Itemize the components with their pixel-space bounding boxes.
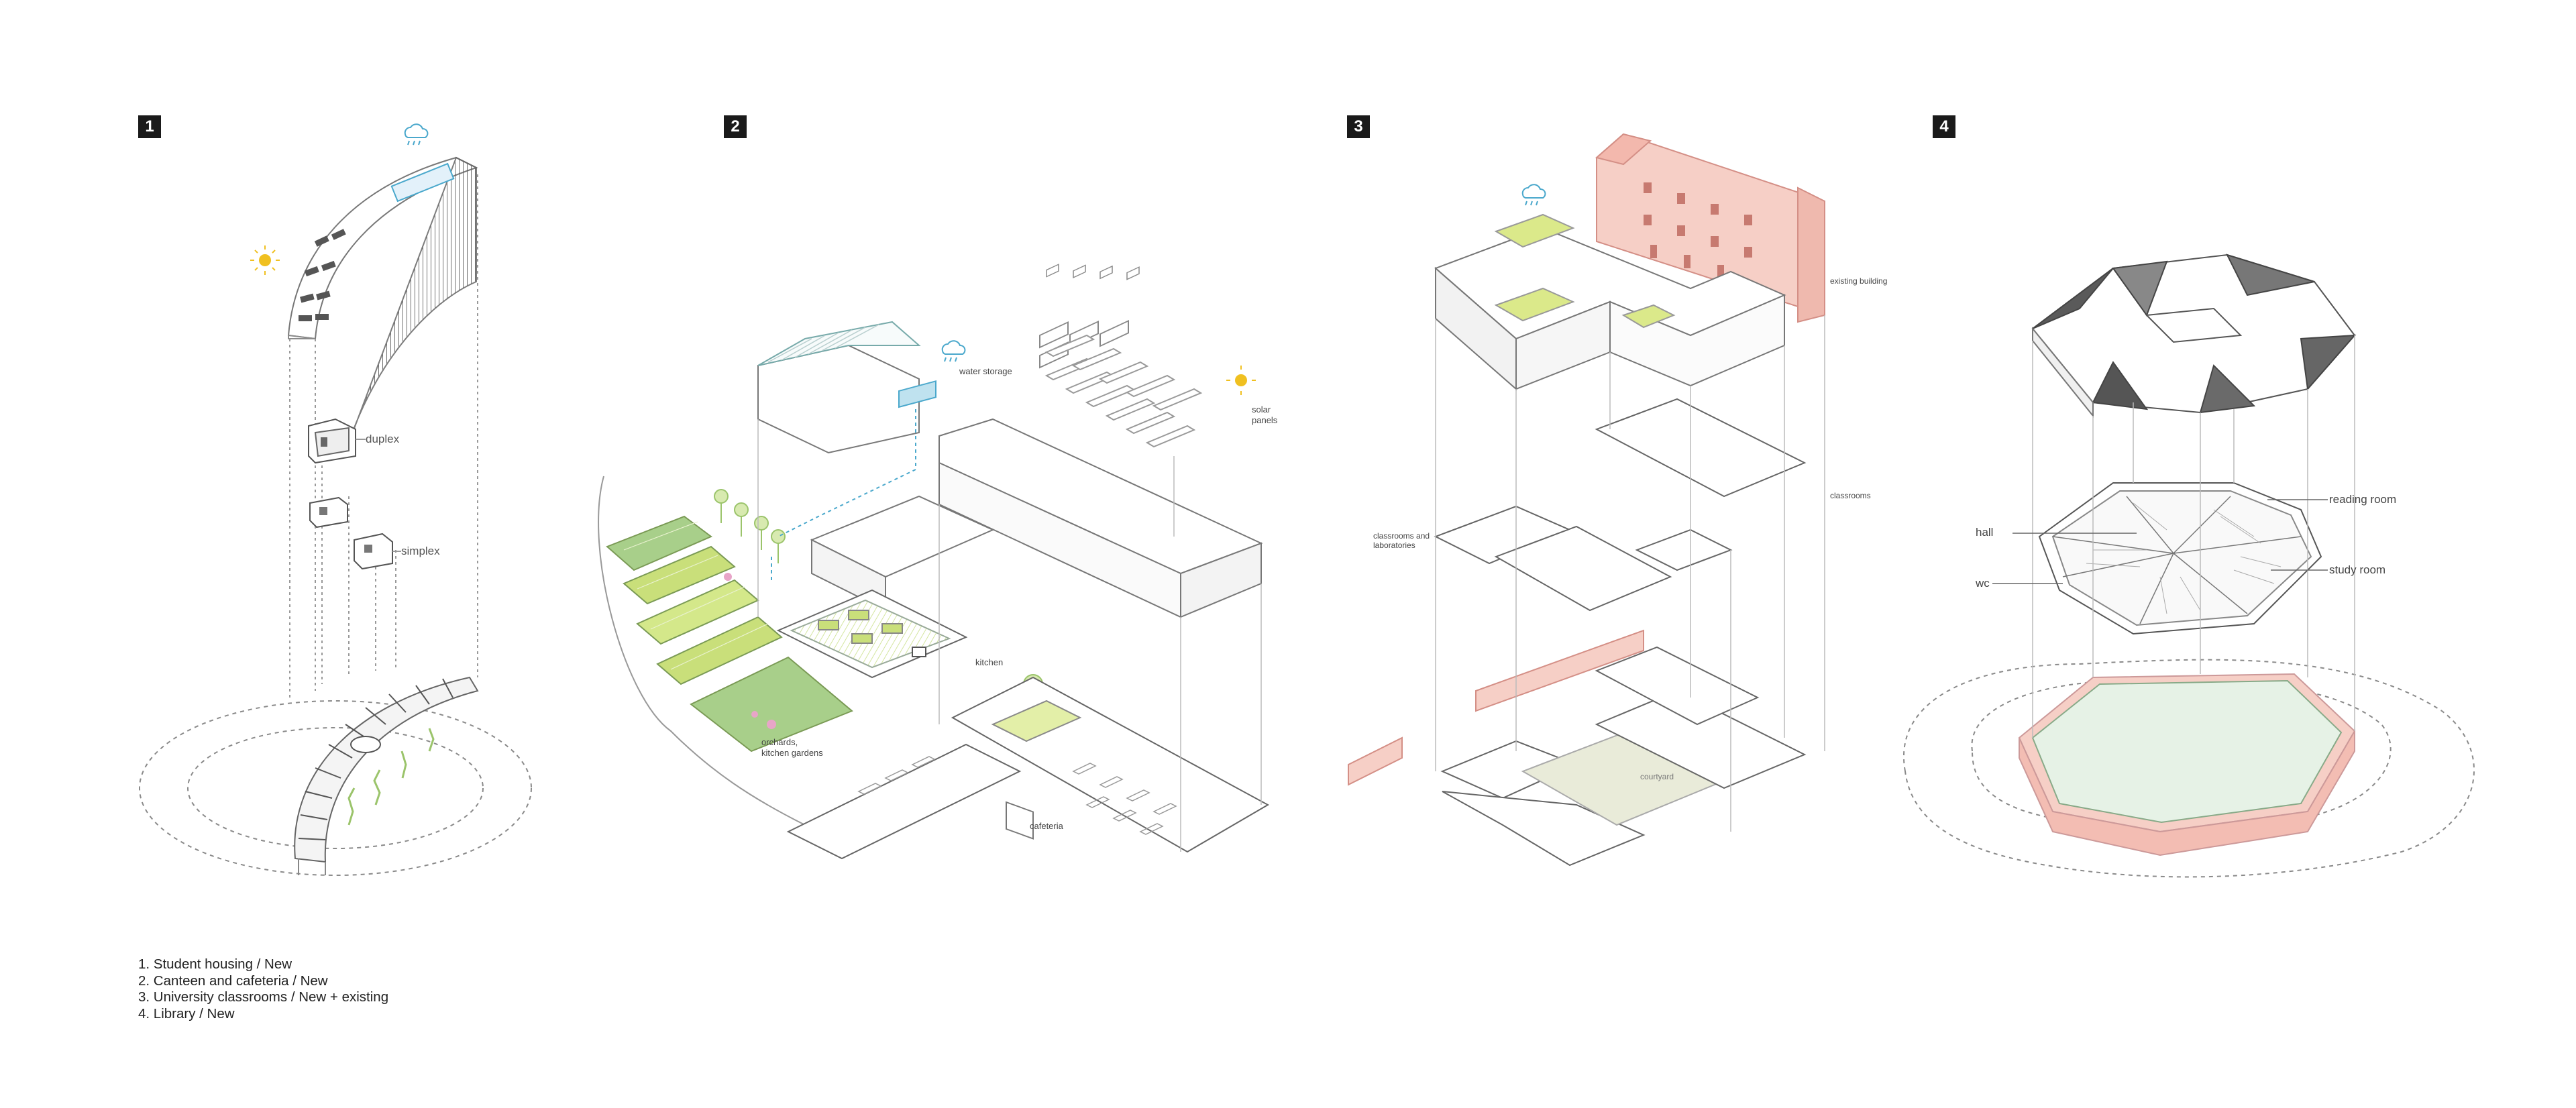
label-cafeteria: cafeteria [1030,821,1064,831]
duplex-unit [308,418,356,464]
roof-solar-tiles [299,229,346,321]
label-classrooms: classrooms [1830,491,1871,500]
panel-2-number: 2 [724,115,747,138]
label-existing-building: existing building [1830,276,1887,286]
roof-side [348,156,477,443]
reading-tables [2086,502,2282,614]
label-hall: hall [1976,526,1993,539]
label-wc: wc [1975,577,1990,590]
new-upper-block [1434,213,1786,391]
legend-item-3: 3. University classrooms / New + existin… [138,989,389,1005]
ground-curved-building [294,676,479,863]
sun-icon-1 [250,245,280,275]
site-ring-outer [1903,659,2475,878]
ground-columns [298,858,326,875]
panel-4-library [1903,254,2475,878]
panel-3-number: 3 [1347,115,1370,138]
climbing-plants [347,728,435,826]
ground-unit-divisions [298,678,453,840]
upper-floor-plan [1434,398,1807,612]
legend-item-2: 2. Canteen and cafeteria / New [138,973,328,989]
label-simplex: simplex [401,545,440,557]
ground-ring-inner [187,727,484,849]
rain-cloud-icon-2 [941,340,966,362]
panel-2-canteen [598,264,1270,860]
simplex-unit-b [354,533,393,570]
legend-item-1: 1. Student housing / New [138,956,292,972]
library-floor-plan [2038,482,2322,635]
panel-1-number: 1 [138,115,161,138]
library-basin [2018,673,2356,856]
panel-4-number: 4 [1933,115,1955,138]
library-roof [2031,254,2357,418]
ground-ring-outer [139,700,532,876]
kitchen-garden-strips [606,515,853,753]
kitchen-floor-plan [776,589,968,679]
simplex-unit-a [309,496,348,529]
label-water-storage: water storage [959,366,1012,376]
legend-item-4: 4. Library / New [138,1005,235,1021]
solar-panel-array [1039,319,1203,448]
water-storage-tank [898,380,936,408]
label-labs-line2: laboratories [1373,541,1415,550]
cafeteria-floor-plan [786,264,1270,860]
label-solar-line2: panels [1252,415,1278,425]
label-solar-line1: solar [1252,404,1271,414]
label-study-room: study room [2329,563,2385,576]
panel-3-classrooms [1348,133,1825,867]
greenhouse [757,321,936,454]
label-kitchen: kitchen [975,657,1003,667]
existing-walls [1348,629,1644,786]
legend: 1. Student housing / New 2. Canteen and … [138,956,388,1022]
ground-circular-pool [350,736,381,753]
panel-1-housing [139,123,532,876]
roof-skylight [390,162,455,203]
label-reading-room: reading room [2329,493,2396,506]
irrigation-lines [771,409,916,584]
ground-floor-plan [1440,646,1807,867]
existing-building [1595,133,1825,323]
site-boundary-curve [598,476,806,826]
label-duplex: duplex [366,433,400,445]
rain-cloud-icon-3 [1521,184,1546,206]
label-orchards-line1: orchards, [761,737,798,747]
rain-cloud-icon-1 [404,123,429,146]
label-courtyard: courtyard [1640,772,1674,781]
label-labs-line1: classrooms and [1373,531,1430,541]
sun-icon-2 [1226,366,1256,395]
label-orchards-line2: kitchen gardens [761,748,823,758]
